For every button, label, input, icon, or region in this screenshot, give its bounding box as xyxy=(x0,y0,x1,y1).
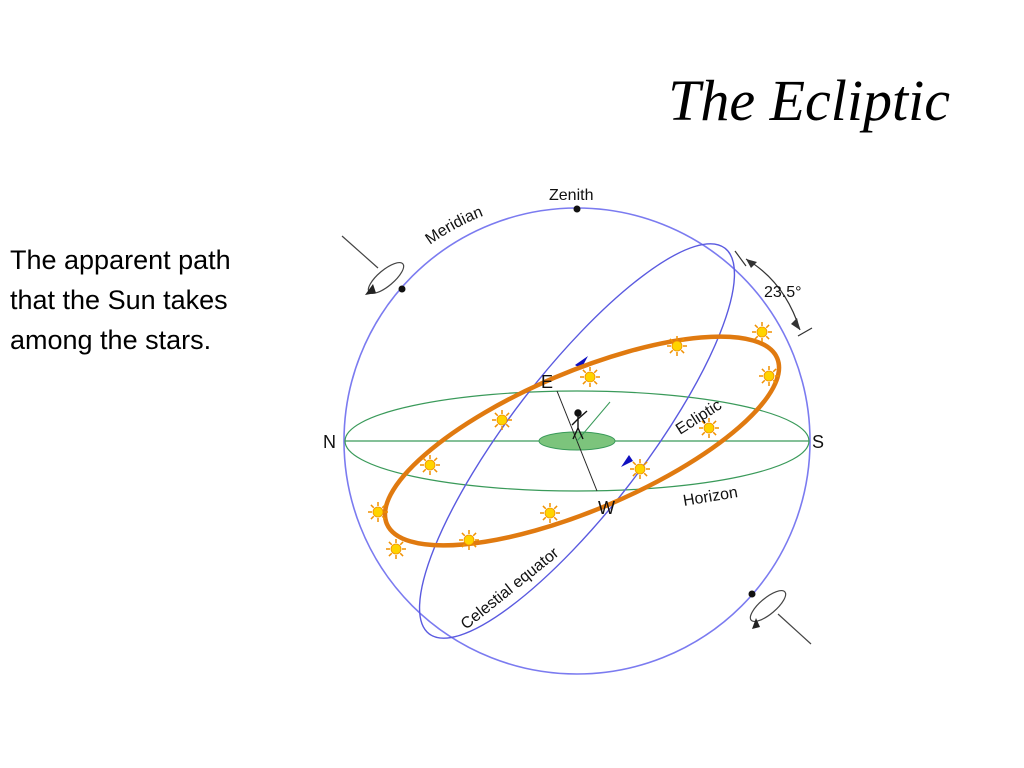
sun-icon xyxy=(752,322,772,342)
north-label: N xyxy=(323,432,336,452)
description-line-2: that the Sun takes xyxy=(10,285,228,315)
angle-label: 23.5° xyxy=(764,284,802,301)
ecliptic-label: Ecliptic xyxy=(673,397,725,439)
ecliptic-ellipse xyxy=(382,334,782,548)
celestial-equator-label: Celestial equator xyxy=(458,544,563,633)
sun-icon xyxy=(459,530,479,550)
sun-icon xyxy=(699,418,719,438)
west-line xyxy=(576,440,598,492)
west-label: W xyxy=(598,498,615,518)
sun-icon xyxy=(580,367,600,387)
horizon-label: Horizon xyxy=(682,484,739,510)
slide-title: The Ecliptic xyxy=(668,68,950,133)
east-line xyxy=(556,390,578,442)
sun-icon xyxy=(759,366,779,386)
angle-indicator xyxy=(734,250,813,337)
south-pole-axis-marker xyxy=(749,589,812,645)
sun-icon xyxy=(368,502,388,522)
south-label: S xyxy=(812,432,824,452)
sun-icon xyxy=(386,539,406,559)
sun-icon xyxy=(667,336,687,356)
slide-description: The apparent path that the Sun takes amo… xyxy=(10,240,310,360)
observer-figure xyxy=(571,409,588,440)
celestial-equator-ellipse xyxy=(418,243,736,639)
sun-icon xyxy=(540,503,560,523)
meridian-label: Meridian xyxy=(423,204,486,249)
north-pole-dot xyxy=(398,285,406,293)
equator-arrow-lower xyxy=(621,455,633,467)
sun-icon xyxy=(420,455,440,475)
south-pole-dot xyxy=(748,590,756,598)
east-label: E xyxy=(541,372,553,392)
zenith-label: Zenith xyxy=(549,187,593,204)
zenith-dot xyxy=(573,205,581,213)
north-pole-axis-marker xyxy=(341,235,405,295)
description-line-3: among the stars. xyxy=(10,325,212,355)
sun-icon xyxy=(630,459,650,479)
description-line-1: The apparent path xyxy=(10,245,231,275)
observer-sightline xyxy=(576,401,611,442)
sun-icon xyxy=(492,410,512,430)
sun-markers xyxy=(368,322,779,559)
